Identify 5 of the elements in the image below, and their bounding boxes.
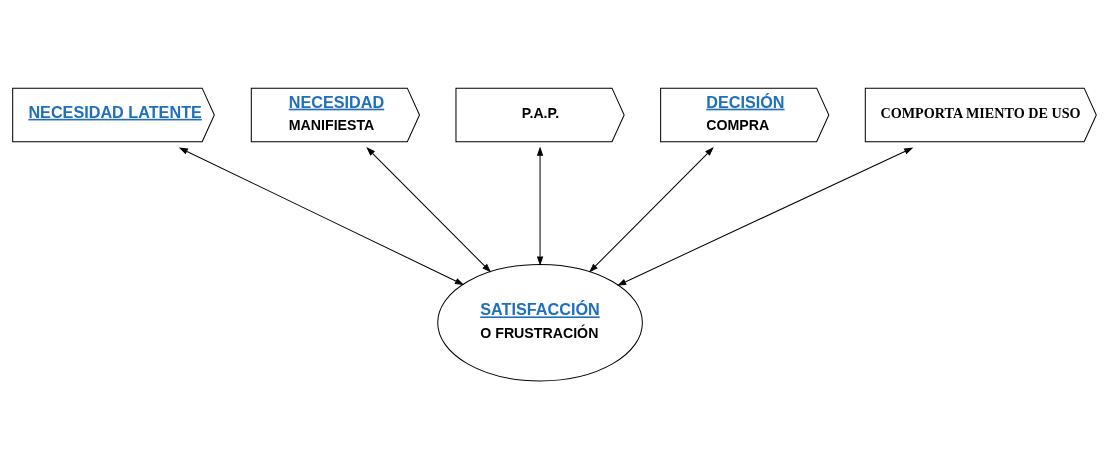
- arrow: [536, 146, 544, 266]
- arrow: [617, 147, 914, 286]
- arrow: [178, 147, 465, 286]
- arrow: [589, 147, 714, 273]
- arrow: [366, 147, 492, 273]
